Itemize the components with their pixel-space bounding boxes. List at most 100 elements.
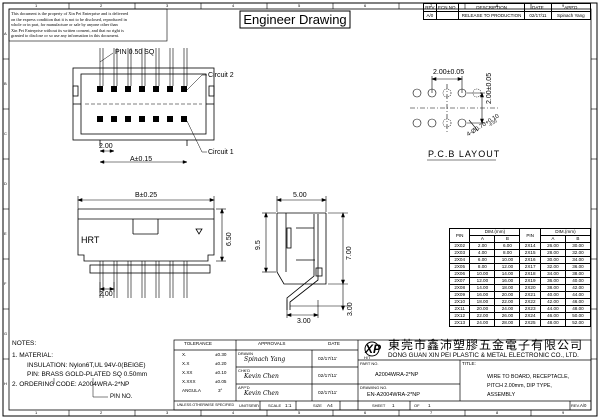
pin-size-label: PIN 0.50 SQ bbox=[115, 49, 155, 56]
pin-cell: 2X02 bbox=[448, 242, 471, 250]
side-left-dim: 9.5 bbox=[255, 240, 262, 250]
pin-header: PIN bbox=[448, 228, 471, 243]
pin-cell: 2X03 bbox=[448, 249, 471, 257]
confidential-note: This document is the property of Xin Pei… bbox=[11, 11, 165, 39]
b-cell: 24.00 bbox=[494, 305, 521, 313]
b-cell: 50.00 bbox=[564, 312, 592, 320]
zone-number: 5 bbox=[298, 410, 301, 415]
b-cell: 46.00 bbox=[564, 298, 592, 306]
note-item: 1. MATERIAL: bbox=[12, 352, 54, 359]
pin-cell: 2X08 bbox=[448, 284, 471, 292]
a-cell: 40.00 bbox=[539, 291, 566, 299]
notes-title: NOTES: bbox=[12, 340, 37, 347]
zone-letter: F bbox=[4, 281, 7, 286]
tolerance-value: ±0.05 bbox=[215, 379, 227, 384]
tolerance-value: 3° bbox=[218, 388, 223, 393]
a-cell: 12.00 bbox=[469, 277, 496, 285]
tolerance-key: X.XX bbox=[182, 370, 193, 375]
checked-date: 02/17/11' bbox=[318, 374, 338, 379]
pin-cell: 2X22 bbox=[519, 298, 541, 306]
a-cell: 32.00 bbox=[539, 263, 566, 271]
b-cell: 38.00 bbox=[564, 270, 592, 278]
b-cell: 34.00 bbox=[564, 256, 592, 264]
a-cell: 36.00 bbox=[539, 277, 566, 285]
rev-header: REV bbox=[423, 3, 437, 12]
dim-header: DIM.(mm) bbox=[539, 228, 592, 236]
a-cell: 26.00 bbox=[539, 242, 566, 250]
appd-header: APP'D bbox=[550, 3, 592, 12]
approved-by: Kevin Chen bbox=[244, 390, 279, 397]
note-item: PIN: BRASS GOLD-PLATED SQ 0.50mm bbox=[27, 371, 148, 378]
top-pitch-dim: 2.00 bbox=[99, 143, 113, 150]
pin-cell: 2X16 bbox=[519, 256, 541, 264]
drawn-by: Spinach Yang bbox=[244, 356, 286, 363]
pin-header: PIN bbox=[519, 228, 541, 243]
col-a-header: A bbox=[539, 235, 566, 243]
size-label: SIZE bbox=[313, 403, 322, 408]
b-cell: 36.00 bbox=[564, 263, 592, 271]
appd-cell: Spinach Yang bbox=[550, 11, 592, 20]
b-cell: 32.00 bbox=[564, 249, 592, 257]
zone-number: 4 bbox=[232, 410, 235, 415]
pin-cell: 2X19 bbox=[519, 277, 541, 285]
a-cell: 48.00 bbox=[539, 319, 566, 327]
a-cell: 14.00 bbox=[469, 284, 496, 292]
b-cell: 26.00 bbox=[494, 312, 521, 320]
col-b-header: B bbox=[494, 235, 521, 243]
drawing-no-label: DRAWING NO. bbox=[360, 385, 388, 390]
b-cell: 18.00 bbox=[494, 284, 521, 292]
pin-cell: 2X06 bbox=[448, 270, 471, 278]
ecn-cell bbox=[435, 11, 459, 20]
dim-a-label: A±0.15 bbox=[130, 156, 153, 163]
a-cell: 38.00 bbox=[539, 284, 566, 292]
b-cell: 8.00 bbox=[494, 249, 521, 257]
of-label: OF bbox=[414, 403, 420, 408]
part-no-label: PART NO. bbox=[360, 361, 379, 366]
confidential-line: granted to disclose or so use any inform… bbox=[11, 33, 119, 39]
confidential-line: Xin Pei Enterprise without its written c… bbox=[11, 27, 124, 33]
approved-label: APP'D bbox=[238, 385, 250, 390]
size-value: A4 bbox=[327, 403, 333, 408]
zone-number: 1 bbox=[35, 410, 38, 415]
drawn-date: 02/17/11' bbox=[318, 357, 338, 362]
drawn-label: DRAWN bbox=[238, 351, 253, 356]
tolerance-value: ±0.20 bbox=[215, 361, 227, 366]
circuit-2-label: Circuit 2 bbox=[208, 72, 234, 79]
a-cell: 44.00 bbox=[539, 305, 566, 313]
pin-cell: 2X09 bbox=[448, 291, 471, 299]
b-cell: 30.00 bbox=[564, 242, 592, 250]
title-line: PITCH 2.00mm, DIP TYPE, bbox=[487, 383, 552, 389]
pin-cell: 2X20 bbox=[519, 284, 541, 292]
a-cell: 34.00 bbox=[539, 270, 566, 278]
tolerance-key: X.X bbox=[182, 361, 190, 366]
checked-label: CHK'D bbox=[238, 368, 251, 373]
units-label: UNITS bbox=[239, 403, 251, 408]
a-cell: 22.00 bbox=[469, 312, 496, 320]
b-cell: 14.00 bbox=[494, 270, 521, 278]
pin-cell: 2X15 bbox=[519, 249, 541, 257]
tolerance-value: ±0.10 bbox=[215, 370, 227, 375]
tolerance-value: ±0.30 bbox=[215, 352, 227, 357]
pcb-pitch-dim: 2.00±0.05 bbox=[433, 69, 465, 76]
a-cell: 24.00 bbox=[469, 319, 496, 327]
pin-cell: 2X05 bbox=[448, 263, 471, 271]
approved-date: 02/17/11' bbox=[318, 391, 338, 396]
a-cell: 30.00 bbox=[539, 256, 566, 264]
zone-letter: D bbox=[4, 181, 7, 186]
b-cell: 42.00 bbox=[564, 284, 592, 292]
zone-letter: H bbox=[4, 381, 7, 386]
a-cell: 42.00 bbox=[539, 298, 566, 306]
revision-header-row: REV ECN NO. DESCRIPTION DATE APP'D bbox=[423, 3, 592, 12]
description-cell: RELEASE TO PRODUCTION bbox=[457, 11, 526, 20]
approvals-header: APPROVALS bbox=[258, 341, 286, 346]
confidential-line: on the express condition that it is not … bbox=[11, 16, 127, 22]
tolerance-key: X.XXX bbox=[182, 379, 196, 384]
scale-label: SCALE bbox=[268, 403, 282, 408]
